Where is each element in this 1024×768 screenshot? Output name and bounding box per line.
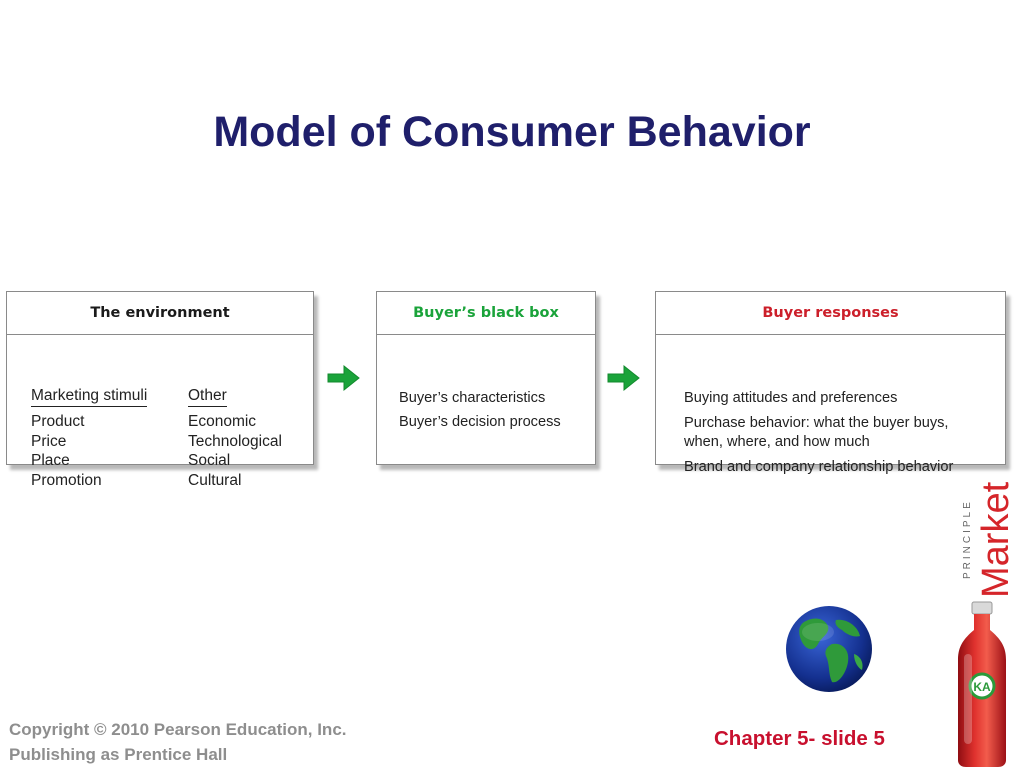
list-item: Product [31,413,85,430]
black-box: Buyer’s black box Buyer’s characteristic… [376,291,596,465]
environment-header: The environment [7,292,313,335]
responses-list: Buying attitudes and preferences Purchas… [684,389,991,483]
list-item: Promotion [31,471,102,489]
slide-title: Model of Consumer Behavior [213,108,811,156]
list-item: Purchase behavior: what the buyer buys, … [684,415,949,450]
brand-market-text: Market [975,481,1017,598]
bottle-icon: KA [958,601,1006,767]
column-heading: Marketing stimuli [31,387,148,407]
list-item: Brand and company relationship behavior [684,459,954,475]
list-item: Buyer’s characteristics [399,390,546,406]
publisher-line: Publishing as Prentice Hall [9,745,228,764]
responses-header: Buyer responses [656,292,1005,335]
slide-number: Chapter 5- slide 5 [714,727,885,750]
right-arrow-icon [607,364,640,392]
globe-icon [786,606,872,692]
list-item: Buyer’s decision process [399,414,561,430]
column-heading: Other [188,387,227,407]
brand-principle-text: PRINCIPLE [962,499,973,579]
environment-box: The environment Marketing stimuli Produc… [6,291,314,489]
list-item: Technological [188,432,282,450]
bottle-label: KA [973,680,991,694]
marketing-stimuli-column: Marketing stimuli Product Price Place Pr… [31,387,148,490]
responses-box: Buyer responses Buying attitudes and pre… [655,291,1006,475]
list-item: Price [31,432,67,450]
list-item: Economic [188,413,257,430]
list-item: Buying attitudes and preferences [684,390,898,406]
copyright-line: Copyright © 2010 Pearson Education, Inc. [9,720,347,739]
other-column: Other Economic Technological Social Cult… [188,387,282,490]
right-arrow-icon [327,364,360,392]
copyright-notice: Copyright © 2010 Pearson Education, Inc.… [9,717,347,767]
list-item: Social [188,452,231,469]
black-box-header: Buyer’s black box [377,292,595,335]
black-box-list: Buyer’s characteristics Buyer’s decision… [399,389,581,437]
list-item: Place [31,452,70,469]
list-item: Cultural [188,471,242,489]
